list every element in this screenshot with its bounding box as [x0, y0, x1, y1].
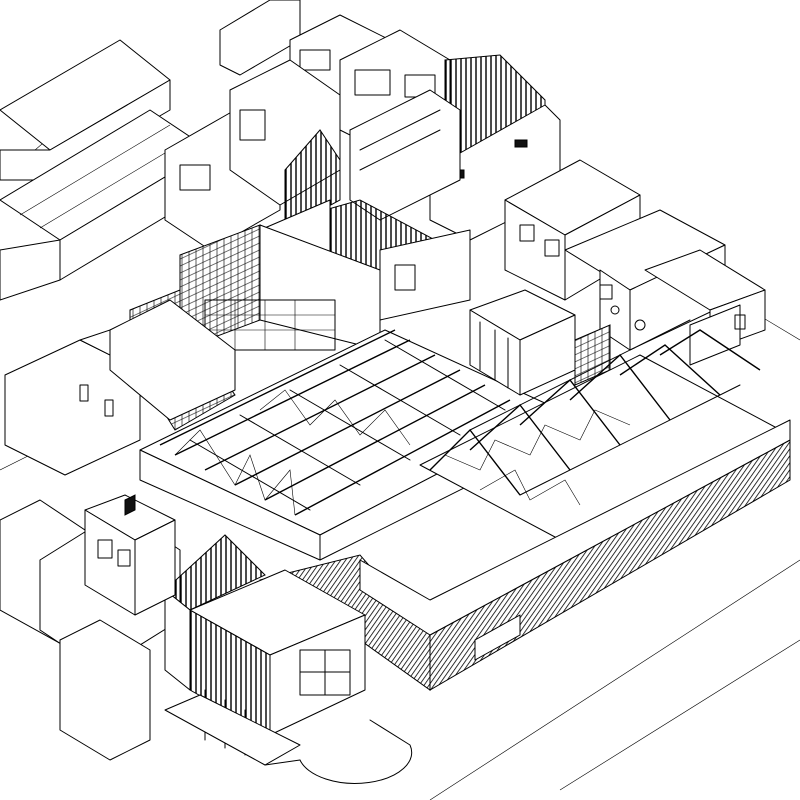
- glazed-pavilion: [469, 289, 611, 396]
- entrance-pavilion: [164, 534, 366, 766]
- low-buildings-west: [4, 299, 236, 476]
- street-front-house: [84, 494, 176, 616]
- rear-houses: [164, 14, 561, 251]
- street-houses: [504, 159, 766, 366]
- circular-forecourt: [264, 719, 413, 784]
